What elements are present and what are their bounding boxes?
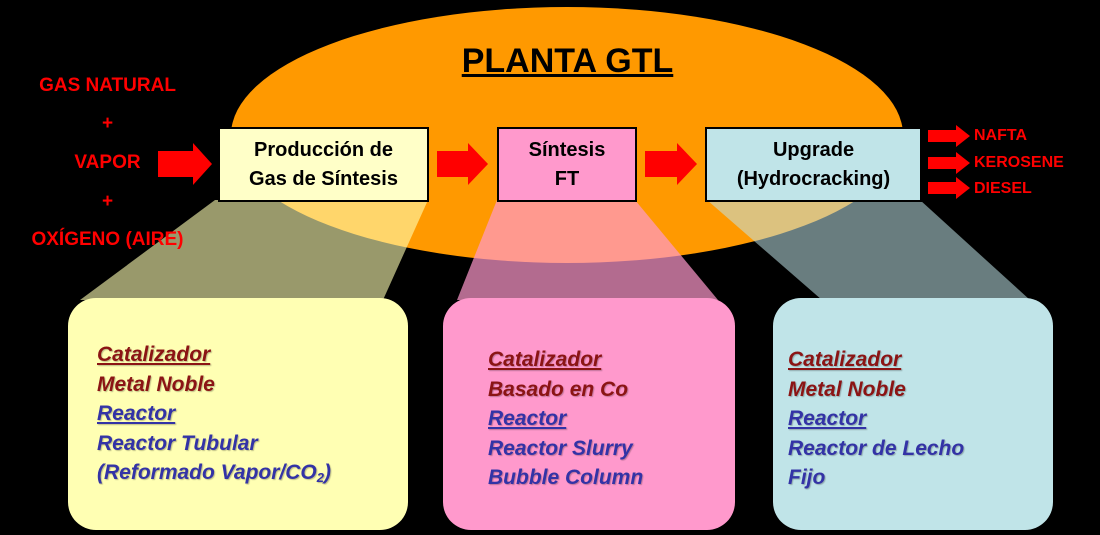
arrow-2-to-3 — [645, 143, 697, 185]
output-arrow-kerosene — [928, 152, 970, 174]
panel-ft-reactor-heading: Reactor — [488, 407, 567, 430]
panel-upgrade-catalyst-heading: Catalizador — [788, 348, 902, 371]
panel-syngas: Catalizador Metal Noble Reactor Reactor … — [68, 298, 408, 530]
arrow-1-to-2 — [437, 143, 488, 185]
projection-1 — [80, 200, 428, 300]
input-plus-1: + — [101, 113, 114, 134]
panel-upgrade-reactor-value: Reactor de Lecho — [788, 436, 965, 460]
panel-ft-reactor-detail: Bubble Column — [488, 466, 644, 489]
stage-upgrade-box: Upgrade (Hydrocracking) — [705, 127, 922, 202]
page-title: PLANTA GTL — [461, 42, 674, 80]
panel-ft-text: Catalizador Basado en Co Reactor Reactor… — [488, 345, 643, 493]
panel-upgrade: Catalizador Metal Noble Reactor Reactor … — [773, 298, 1053, 530]
stage-syngas-box: Producción de Gas de Síntesis — [218, 127, 429, 202]
panel-upgrade-reactor-heading: Reactor — [788, 407, 867, 430]
input-vapor: VAPOR — [74, 152, 141, 173]
stage-syngas-line2: Gas de Síntesis — [249, 167, 398, 190]
panel-syngas-reactor-heading: Reactor — [97, 402, 176, 425]
projection-2 — [457, 200, 718, 300]
panel-ft-catalyst-value: Basado en Co — [488, 377, 629, 401]
output-nafta: NAFTA — [974, 127, 1028, 144]
stage-syngas-line1: Producción de — [254, 138, 393, 161]
panel-ft-reactor-value: Reactor Slurry — [488, 436, 633, 460]
projection-3 — [707, 200, 1030, 300]
stage-ft-line2: FT — [554, 167, 580, 190]
input-oxigeno: OXÍGENO (AIRE) — [31, 229, 184, 250]
panel-upgrade-text: Catalizador Metal Noble Reactor Reactor … — [788, 345, 964, 493]
stage-ft-line1: Síntesis — [528, 138, 606, 161]
output-arrow-diesel — [928, 177, 970, 199]
output-diesel: DIESEL — [974, 180, 1032, 197]
panel-ft-catalyst-heading: Catalizador — [488, 348, 602, 371]
panel-upgrade-catalyst-value: Metal Noble — [788, 377, 906, 401]
panel-syngas-reactor-value: Reactor Tubular — [97, 431, 258, 455]
output-arrow-nafta — [928, 125, 970, 147]
panel-syngas-reactor-detail: (Reformado Vapor/CO2) — [97, 461, 331, 485]
stage-ft-box: Síntesis FT — [497, 127, 637, 202]
output-kerosene: KEROSENE — [974, 154, 1064, 171]
stage-upgrade-line1: Upgrade — [772, 138, 855, 161]
panel-upgrade-reactor-detail: Fijo — [788, 466, 826, 489]
input-plus-2: + — [101, 191, 114, 212]
panel-syngas-text: Catalizador Metal Noble Reactor Reactor … — [97, 340, 331, 493]
input-gas-natural: GAS NATURAL — [39, 75, 176, 96]
stage-upgrade-line2: (Hydrocracking) — [736, 167, 891, 190]
panel-ft: Catalizador Basado en Co Reactor Reactor… — [443, 298, 735, 530]
panel-syngas-catalyst-heading: Catalizador — [97, 343, 211, 366]
input-arrow — [158, 143, 212, 185]
panel-syngas-catalyst-value: Metal Noble — [97, 372, 215, 396]
